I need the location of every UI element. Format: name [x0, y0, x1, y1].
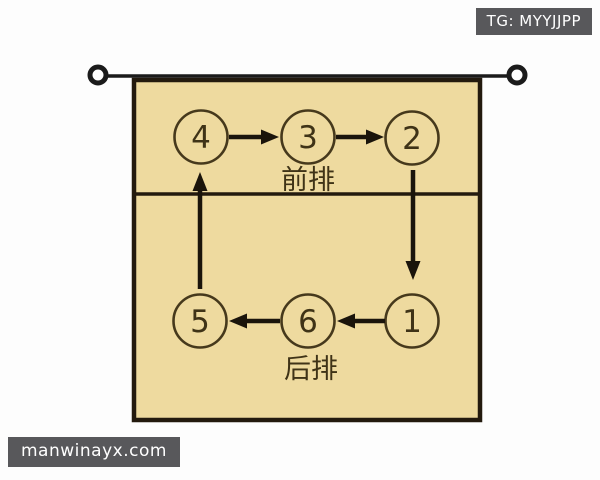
- front-row: 4 3 2: [173, 109, 440, 166]
- player-number-5: 5: [190, 304, 210, 340]
- arrowhead-left-icon: [229, 313, 247, 329]
- player-number-2: 2: [402, 121, 422, 157]
- court-rect: [131, 77, 483, 423]
- player-circle-2: [384, 110, 440, 166]
- arrowhead-left-icon: [337, 313, 355, 329]
- net-post-ring-right: [506, 64, 528, 86]
- player-circle-6: [280, 293, 336, 349]
- player-circle-3: [280, 109, 336, 165]
- arrow-1-to-6: [337, 313, 385, 329]
- arrowhead-right-icon: [261, 129, 279, 145]
- arrow-2-to-1: [405, 170, 421, 280]
- arrow-3-to-2: [336, 129, 384, 145]
- player-number-4: 4: [191, 120, 211, 156]
- player-circle-1: [384, 293, 440, 349]
- arrow-6-to-5: [229, 313, 280, 329]
- arrowhead-down-icon: [405, 261, 421, 280]
- back-row-label: 后排: [284, 354, 338, 385]
- front-row-label: 前排: [281, 165, 335, 196]
- player-number-3: 3: [298, 120, 318, 156]
- rotation-arrows: [192, 129, 421, 329]
- arrowhead-up-icon: [192, 172, 208, 191]
- watermark-badge: manwinayx.com: [8, 437, 180, 467]
- player-circle-4: [173, 109, 229, 165]
- telegram-badge: TG: MYYJJPP: [475, 8, 592, 35]
- player-circle-5: [172, 293, 228, 349]
- arrowhead-right-icon: [366, 129, 384, 145]
- player-number-1: 1: [402, 304, 422, 340]
- player-number-6: 6: [298, 304, 318, 340]
- net-post-ring-left: [87, 64, 109, 86]
- arrow-4-to-3: [229, 129, 279, 145]
- arrow-5-to-4: [192, 172, 208, 289]
- back-row: 5 6 1: [172, 293, 440, 349]
